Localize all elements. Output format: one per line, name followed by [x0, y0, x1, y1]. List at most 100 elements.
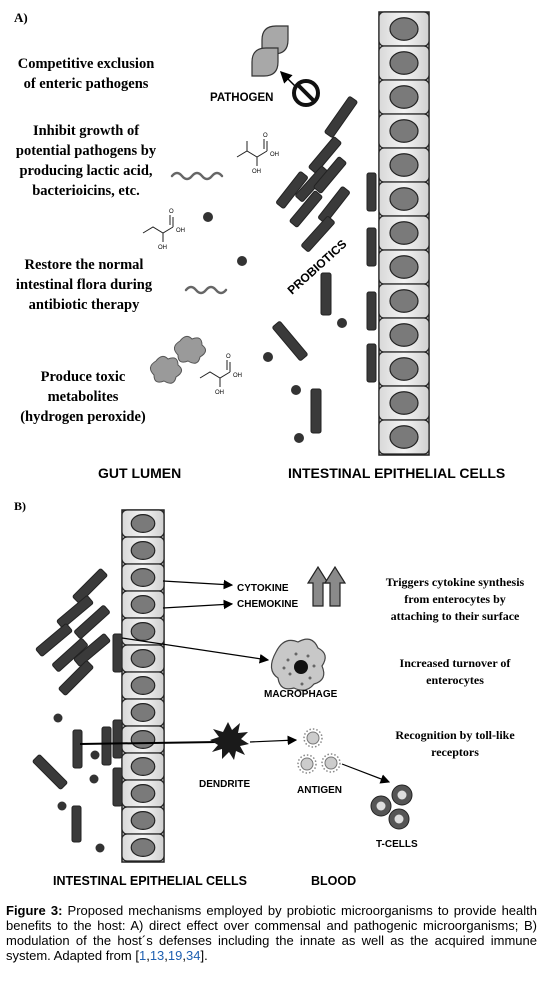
cell-nucleus [389, 357, 419, 381]
cell-nucleus [130, 621, 156, 642]
cell-nucleus [389, 153, 419, 177]
chemokine-label: CHEMOKINE [237, 599, 298, 610]
cytokine-label: CYTOKINE [237, 583, 289, 594]
probiotics-label: PROBIOTICS [285, 237, 350, 297]
cell-nucleus [389, 51, 419, 75]
mechanism-toxic-line-3: (hydrogen peroxide) [20, 409, 146, 425]
cell-nucleus [389, 425, 419, 449]
cell-nucleus [130, 648, 156, 669]
macrophage-label: MACROPHAGE [264, 689, 338, 700]
ref-link[interactable]: 19 [167, 948, 183, 963]
mechanism-inhibit-line-3: producing lactic acid, [19, 163, 152, 179]
cell-nucleus [389, 17, 419, 41]
panel-b-label: B) [14, 499, 26, 513]
cell-nucleus [389, 187, 419, 211]
t-cells-label: T-CELLS [376, 839, 418, 850]
cell-nucleus [130, 729, 156, 750]
lactic-o-label: O [169, 209, 174, 215]
figure-caption: Figure 3: Proposed mechanisms employed b… [6, 903, 537, 963]
ref-link[interactable]: 34 [186, 948, 201, 963]
effect-turnover-line-1: Increased turnover of [400, 656, 512, 670]
cell-nucleus [130, 567, 156, 588]
mechanism-restore-line-2: intestinal flora during [16, 277, 153, 293]
cytokine-arrow [162, 579, 234, 590]
ref-link[interactable]: 13 [149, 948, 165, 963]
epithelial-layer-b [121, 509, 165, 863]
mechanism-toxic-line-2: metabolites [48, 389, 119, 405]
blood-label: BLOOD [311, 874, 356, 888]
cell-nucleus [389, 85, 419, 109]
mechanism-inhibit-line-4: bacterioicins, etc. [32, 183, 140, 199]
cell-nucleus [130, 594, 156, 615]
lactic-o-label: O [226, 354, 231, 360]
epithelial-cells-label-a: INTESTINAL EPITHELIAL CELLS [288, 465, 505, 481]
dendritic-cell [210, 722, 249, 760]
metabolite-dots-b [53, 713, 105, 853]
mechanism-toxic-line-1: Produce toxic [41, 369, 126, 385]
cell-nucleus [130, 756, 156, 777]
dendrite-label: DENDRITE [199, 779, 250, 790]
bacteriocin-squiggle-2 [184, 285, 228, 295]
lactic-oh-label-2: OH [158, 245, 167, 251]
cell-nucleus [389, 391, 419, 415]
dendrite-connection-line [79, 741, 219, 745]
effect-turnover-line-2: enterocytes [426, 673, 484, 687]
t-cells [370, 784, 413, 830]
cell-nucleus [389, 289, 419, 313]
cell-nucleus [130, 540, 156, 561]
panel-a-label: A) [14, 10, 28, 25]
toxin-blobs [150, 335, 206, 384]
lactic-acid-molecule-1 [236, 139, 268, 166]
cell-nucleus [389, 221, 419, 245]
cell-nucleus [130, 513, 156, 534]
probiotic-rods-a [272, 96, 377, 434]
pathogen-shapes [251, 25, 289, 77]
mechanism-competitive-line-2: of enteric pathogens [24, 76, 149, 92]
bacteriocin-squiggle-1 [170, 171, 224, 181]
gut-lumen-label: GUT LUMEN [98, 465, 181, 481]
no-entry-icon [292, 79, 320, 107]
cell-nucleus [389, 323, 419, 347]
mechanism-inhibit-line-2: potential pathogens by [16, 143, 157, 159]
cell-nucleus [130, 702, 156, 723]
effect-cytokine-line-1: Triggers cytokine synthesis [386, 575, 525, 589]
lactic-oh-label: OH [176, 228, 185, 234]
antigen-particles [297, 728, 341, 774]
effect-tlr-line-1: Recognition by toll-like [395, 728, 515, 742]
lactic-o-label: O [263, 133, 268, 139]
up-arrows-icon [306, 565, 347, 607]
cell-nucleus [130, 783, 156, 804]
metabolite-dots-a [203, 212, 347, 443]
mechanism-restore-line-1: Restore the normal [25, 257, 144, 273]
figure-label: Figure 3: [6, 903, 63, 918]
lactic-oh-label: OH [233, 373, 242, 379]
chemokine-arrow [162, 599, 234, 610]
lactic-oh-label-2: OH [252, 169, 261, 175]
lactic-oh-label-2: OH [215, 390, 224, 396]
antigen-label: ANTIGEN [297, 785, 342, 796]
caption-closing: ]. [200, 948, 208, 963]
mechanism-restore-line-3: antibiotic therapy [29, 297, 141, 313]
effect-cytokine-line-2: from enterocytes by [404, 592, 506, 606]
probiotic-mechanisms-diagram: A) Competitive exclusion of enteric path… [14, 10, 525, 888]
mechanism-competitive-line-1: Competitive exclusion [18, 56, 155, 72]
cell-nucleus [130, 837, 156, 858]
dendrite-to-antigen-arrow [249, 735, 298, 746]
antigen-to-tcell-arrow [341, 763, 391, 784]
effect-tlr-line-2: receptors [431, 745, 479, 759]
macrophage-arrow [121, 637, 270, 664]
lactic-acid-molecule-3 [199, 360, 231, 387]
mechanism-inhibit-line-1: Inhibit growth of [33, 123, 139, 139]
epithelial-cells-label-b: INTESTINAL EPITHELIAL CELLS [53, 874, 247, 888]
effect-cytokine-line-3: attaching to their surface [391, 609, 520, 623]
pathogen-label: PATHOGEN [210, 92, 273, 104]
caption-text: Proposed mechanisms employed by probioti… [6, 903, 537, 963]
macrophage-cell [270, 638, 326, 691]
cell-nucleus [130, 810, 156, 831]
ref-link[interactable]: 1 [138, 948, 147, 963]
lactic-acid-molecule-2 [142, 215, 174, 242]
probiotic-rods-b [32, 568, 123, 843]
cell-nucleus [389, 255, 419, 279]
epithelial-layer-a [378, 11, 430, 456]
lactic-oh-label: OH [270, 152, 279, 158]
